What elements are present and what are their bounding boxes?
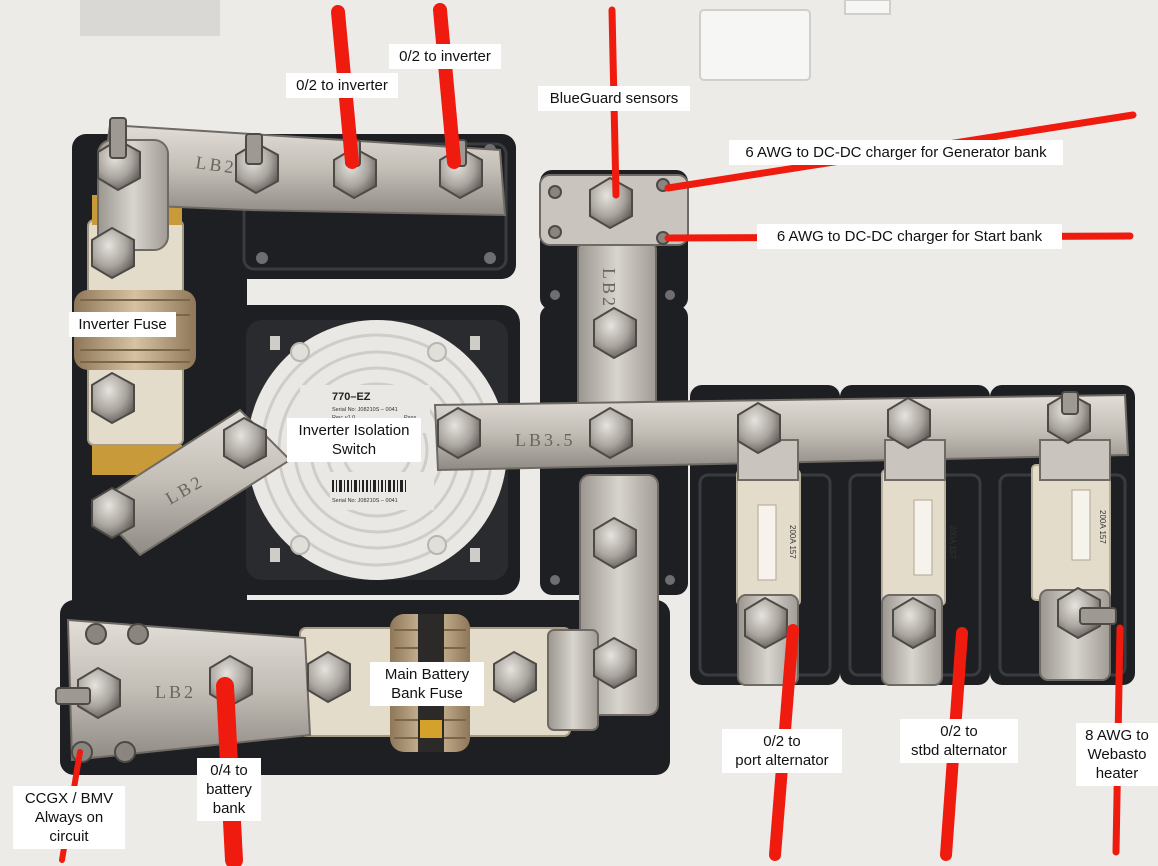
label-inverter-b: 0/2 to inverter [389,44,501,69]
label-stbd-alternator: 0/2 to stbd alternator [900,719,1018,763]
switch-serial-text: Serial No: J08210S – 0041 [332,407,398,413]
label-dcdc-start: 6 AWG to DC-DC charger for Start bank [757,224,1062,249]
label-ccgx-bmv: CCGX / BMV Always on circuit [13,786,125,849]
busbar-lb35: LB3.5 [515,430,576,450]
switch-model-text: 770–EZ [332,391,371,403]
label-battery-bank: 0/4 to battery bank [197,758,261,821]
switch-serial-lower-text: Serial No: J08210S – 0041 [332,498,398,504]
acrylic-box [699,9,811,81]
fuse-1: 200A 157 [736,469,801,606]
label-main-battery-fuse: Main Battery Bank Fuse [370,662,484,706]
label-port-alternator: 0/2 to port alternator [722,729,842,773]
svg-text:200A 157: 200A 157 [788,525,797,559]
svg-text:200A 157: 200A 157 [1098,510,1107,544]
acrylic-box-2 [844,0,891,15]
label-isolation-switch: Inverter Isolation Switch [287,418,421,462]
label-webasto-heater: 8 AWG to Webasto heater [1076,723,1158,786]
label-blueguard-sensors: BlueGuard sensors [538,86,690,111]
svg-text:200A 157: 200A 157 [948,525,957,559]
label-dcdc-generator: 6 AWG to DC-DC charger for Generator ban… [729,140,1063,165]
table-shadow-top [80,0,220,36]
switch-barcode [332,480,406,492]
label-inverter-a: 0/2 to inverter [286,73,398,98]
busbar-lb2-bottom: LB2 [155,682,196,702]
fuse-3: 200A 157 [1031,464,1111,601]
cable-inverter-b [433,3,461,169]
studs-and-nuts [55,117,1117,763]
fuse-2: 200A 157 [881,469,957,606]
label-inverter-fuse: Inverter Fuse [69,312,176,337]
mega-fuses: 200A 157 200A 157 200A 157 [736,464,1111,606]
busbar-lb2-vertical: LB2 [599,268,619,309]
